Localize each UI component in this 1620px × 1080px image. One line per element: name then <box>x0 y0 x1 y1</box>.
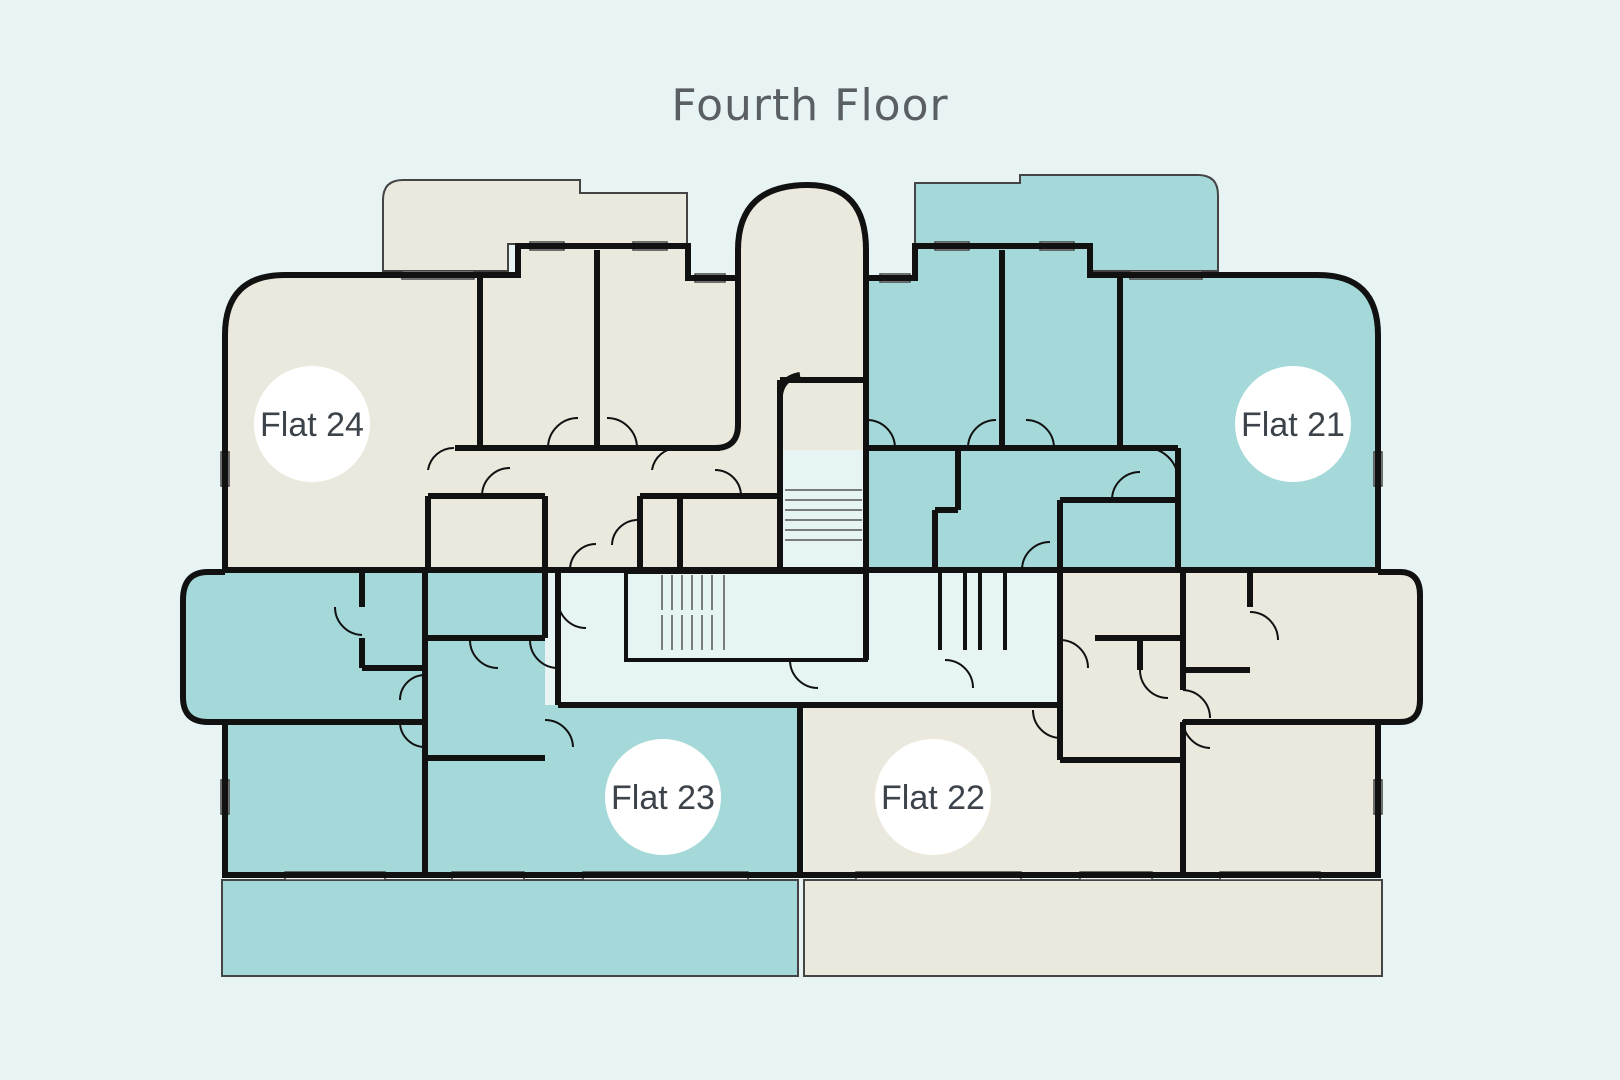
flat-label-22-text: Flat 22 <box>881 779 985 817</box>
flat-label-21[interactable]: Flat 21 <box>1235 366 1351 482</box>
flat-label-24-text: Flat 24 <box>260 406 364 444</box>
balcony-flat-21-north <box>914 174 1219 272</box>
flat-label-22-badge <box>875 739 991 855</box>
flat-label-24-badge <box>254 366 370 482</box>
flat-label-24[interactable]: Flat 24 <box>254 366 370 482</box>
balcony-flat-22-south <box>803 879 1383 977</box>
flat-label-21-badge <box>1235 366 1351 482</box>
flat-label-22[interactable]: Flat 22 <box>875 739 991 855</box>
service-risers <box>938 572 1007 650</box>
stair-treads <box>661 489 862 650</box>
flat-label-23[interactable]: Flat 23 <box>605 739 721 855</box>
flat-label-23-badge <box>605 739 721 855</box>
floor-title: Fourth Floor <box>671 80 949 131</box>
outer-wall <box>222 181 1381 572</box>
walls <box>180 181 1423 878</box>
common-core <box>558 452 1060 700</box>
stair-lobby <box>783 452 865 572</box>
flat-label-23-text: Flat 23 <box>611 779 715 817</box>
flat-label-21-text: Flat 21 <box>1241 406 1345 444</box>
door-swings <box>334 417 1279 749</box>
stair-well <box>624 570 868 662</box>
balconies <box>221 174 1383 977</box>
balcony-flat-23-south <box>221 879 799 977</box>
